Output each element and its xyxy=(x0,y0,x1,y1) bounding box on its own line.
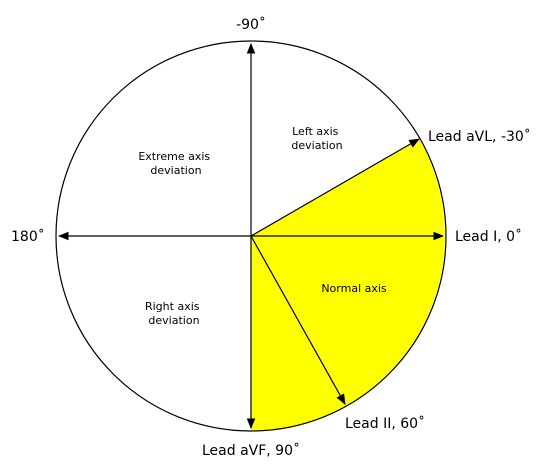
zone-right-axis-line1: Right axis xyxy=(145,300,200,313)
zone-left-axis: Left axis deviation xyxy=(291,125,342,152)
axis-circle xyxy=(55,40,447,432)
label-lead-ii: Lead II, 60˚ xyxy=(345,415,425,432)
label-lead-avf: Lead aVF, 90˚ xyxy=(202,442,300,459)
label-180: 180˚ xyxy=(11,228,45,245)
normal-axis-region xyxy=(251,139,445,431)
zone-right-axis: Right axis deviation xyxy=(145,300,203,327)
label-lead-i: Lead I, 0˚ xyxy=(455,228,522,245)
zone-left-axis-line2: deviation xyxy=(291,139,342,152)
zone-extreme-axis: Extreme axis deviation xyxy=(138,150,213,177)
zone-left-axis-line1: Left axis xyxy=(292,125,338,138)
lead-avl-arrow xyxy=(250,138,420,237)
zone-normal-axis: Normal axis xyxy=(321,282,387,295)
zone-extreme-axis-line2: deviation xyxy=(150,164,201,177)
label-minus-90: -90˚ xyxy=(236,16,266,33)
label-lead-avl: Lead aVL, -30˚ xyxy=(428,128,531,145)
lead-ii-arrow xyxy=(250,235,346,405)
zone-extreme-axis-line1: Extreme axis xyxy=(138,150,210,163)
zone-right-axis-line2: deviation xyxy=(148,314,199,327)
